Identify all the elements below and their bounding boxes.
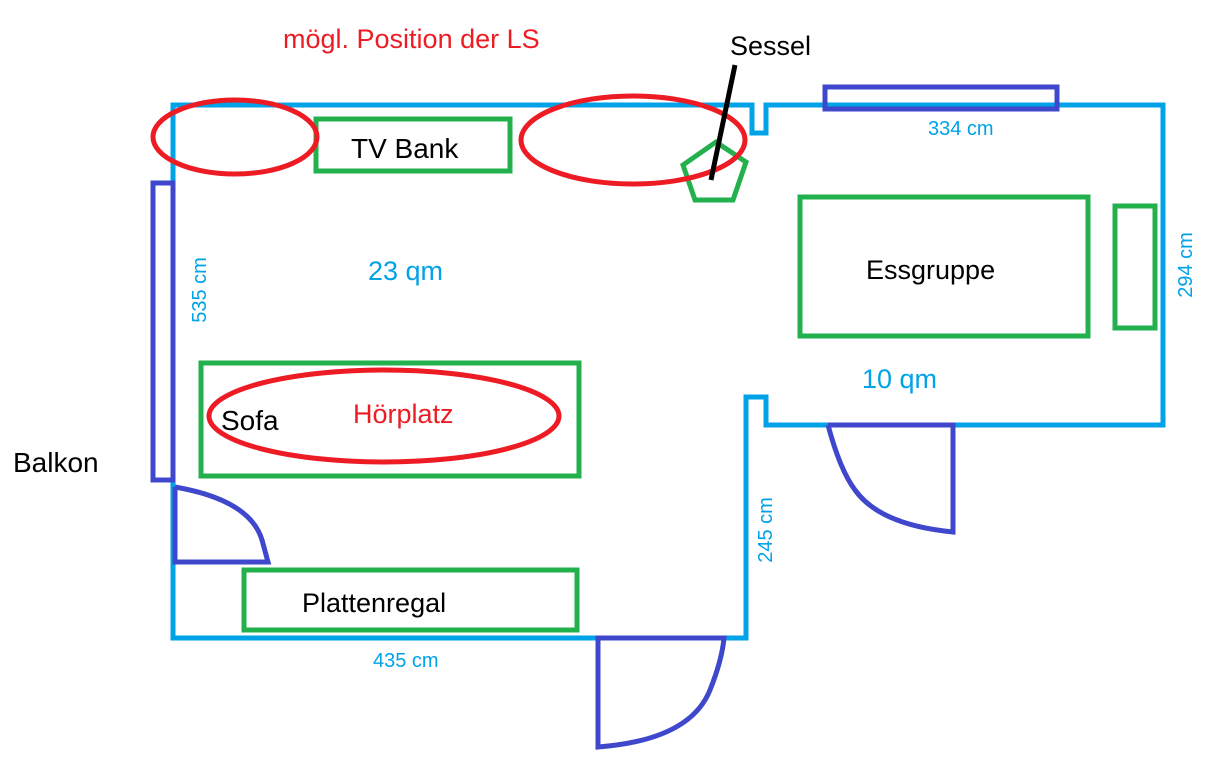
- dimension-bottom: 435 cm: [373, 650, 439, 672]
- plattenregal: [241, 567, 580, 633]
- area-dining: 10 qm: [862, 364, 937, 394]
- sessel-chair: [680, 138, 749, 203]
- sofa: [198, 360, 582, 479]
- label-tv-bank: TV Bank: [351, 133, 459, 164]
- sideboard: [1112, 203, 1158, 331]
- label-hoerplatz: Hörplatz: [353, 399, 454, 429]
- balcony-door: [172, 484, 272, 565]
- speaker-position-right: [518, 93, 748, 187]
- top-window: [822, 84, 1060, 112]
- right-door: [825, 422, 956, 535]
- dimension-top-right: 334 cm: [928, 118, 994, 140]
- label-essgruppe: Essgruppe: [866, 255, 995, 285]
- listening-position: [206, 367, 562, 465]
- label-balkon: Balkon: [13, 447, 99, 478]
- dimension-inner: 245 cm: [755, 497, 777, 563]
- dimension-left: 535 cm: [189, 257, 211, 323]
- speaker-position-left: [150, 97, 320, 177]
- room-walls: [170, 102, 1166, 641]
- essgruppe-table: [797, 194, 1091, 339]
- title: mögl. Position der LS: [283, 24, 540, 54]
- bottom-door: [595, 635, 727, 750]
- label-sofa: Sofa: [221, 405, 279, 436]
- dimension-right: 294 cm: [1175, 232, 1197, 298]
- balcony-window: [150, 180, 176, 483]
- sessel-pointer: [708, 64, 738, 181]
- area-main-room: 23 qm: [368, 256, 443, 286]
- label-plattenregal: Plattenregal: [302, 588, 446, 618]
- label-sessel: Sessel: [730, 31, 811, 61]
